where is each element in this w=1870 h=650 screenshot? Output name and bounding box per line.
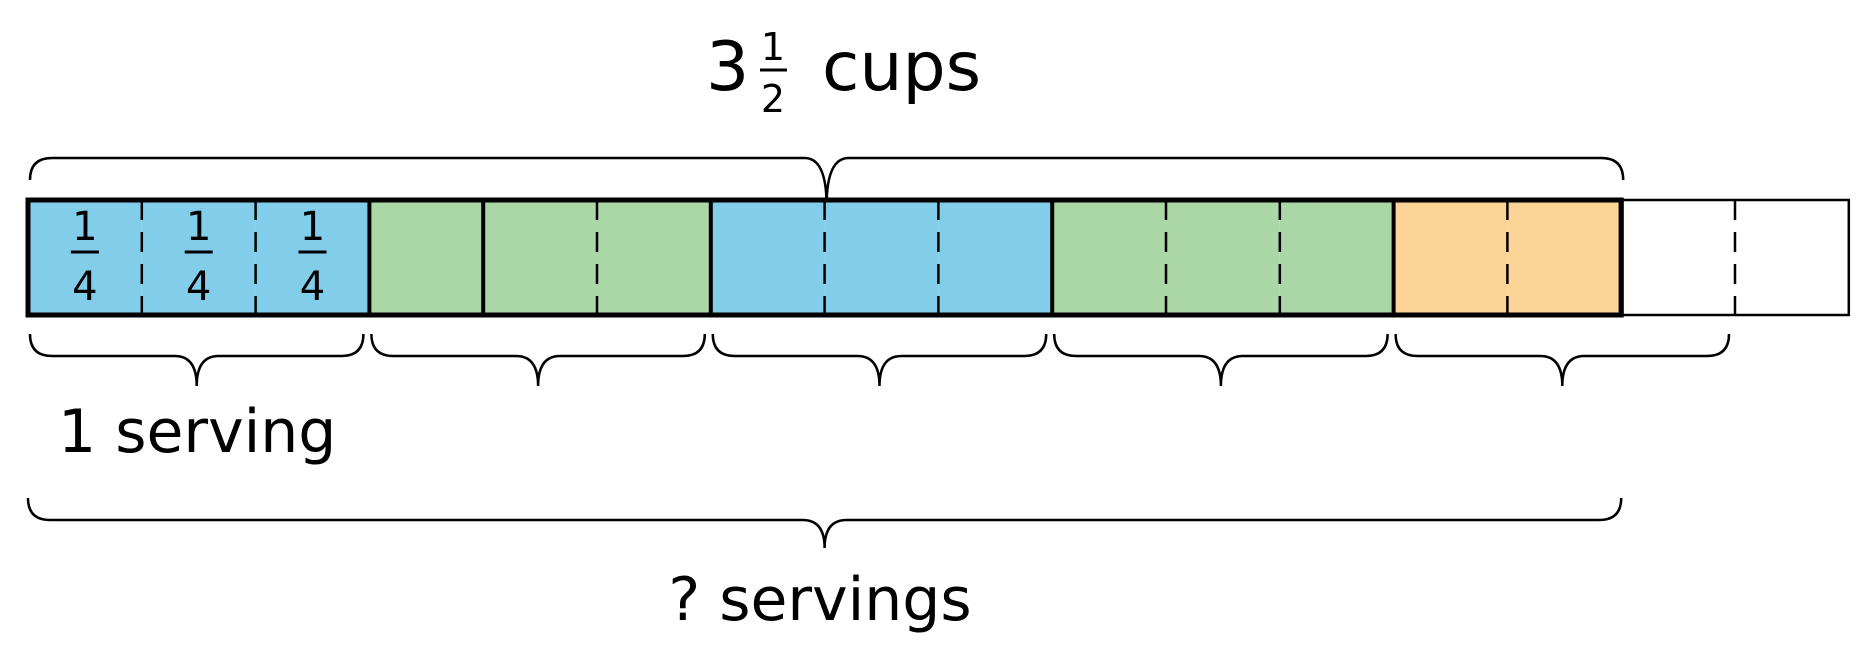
quarter-cell-13 bbox=[1393, 200, 1508, 315]
quarter-cell-5 bbox=[483, 200, 597, 315]
quarter-label-1: 14 bbox=[70, 204, 99, 310]
quarter-label-2: 14 bbox=[184, 204, 213, 310]
shaded-outline bbox=[25, 197, 1624, 318]
quarter-cell-8 bbox=[824, 200, 939, 315]
total-label: 3 1 2 cups bbox=[706, 25, 981, 121]
total-fraction-numerator: 1 bbox=[761, 25, 785, 69]
quarter-label-denominator: 4 bbox=[186, 264, 211, 310]
quarter-cell-3 bbox=[255, 200, 370, 315]
serving-brace-4 bbox=[1052, 333, 1389, 387]
total-fraction-denominator: 2 bbox=[761, 77, 785, 121]
quarter-cell-2 bbox=[141, 200, 256, 315]
quarter-cell-7 bbox=[710, 200, 825, 315]
question-brace bbox=[26, 497, 1623, 549]
quarter-cell-16 bbox=[1735, 200, 1849, 315]
quarter-label-denominator: 4 bbox=[72, 264, 97, 310]
serving-brace-3 bbox=[711, 333, 1048, 387]
quarter-cells bbox=[28, 198, 1851, 317]
serving-label: 1 serving bbox=[58, 397, 336, 467]
quarter-cell-6 bbox=[597, 200, 711, 315]
serving-brace-2 bbox=[370, 333, 707, 387]
quarter-cell-15 bbox=[1621, 200, 1735, 315]
serving-braces bbox=[28, 333, 1731, 387]
quarter-label-numerator: 1 bbox=[300, 204, 325, 250]
quarter-cell-4 bbox=[369, 200, 484, 315]
quarter-label-numerator: 1 bbox=[72, 204, 97, 250]
quarter-cell-9 bbox=[938, 200, 1053, 315]
question-label: ? servings bbox=[668, 565, 971, 635]
serving-brace-5 bbox=[1394, 333, 1731, 387]
total-unit: cups bbox=[822, 28, 981, 107]
total-whole: 3 bbox=[706, 28, 749, 107]
quarter-label-numerator: 1 bbox=[186, 204, 211, 250]
quarter-label-3: 14 bbox=[298, 204, 327, 310]
quarter-cell-14 bbox=[1507, 200, 1622, 315]
quarter-cell-10 bbox=[1052, 200, 1166, 315]
quarter-label-denominator: 4 bbox=[300, 264, 325, 310]
serving-brace-1 bbox=[28, 333, 365, 387]
quarter-cell-12 bbox=[1279, 200, 1394, 315]
quarter-cell-1 bbox=[28, 200, 142, 315]
quarter-cell-11 bbox=[1166, 200, 1280, 315]
